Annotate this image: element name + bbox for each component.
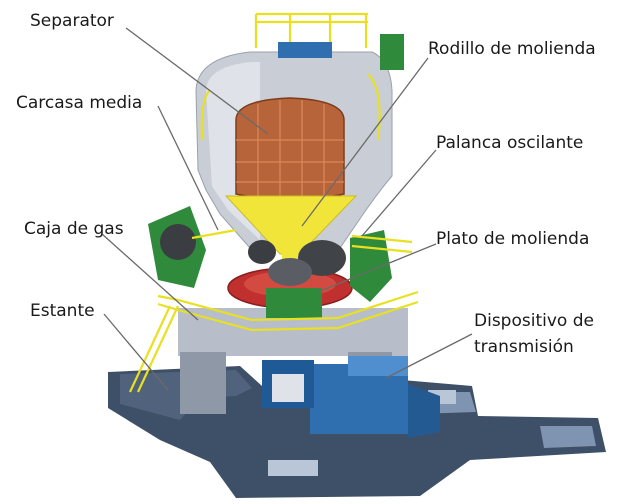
leader-dispositivo	[385, 333, 473, 379]
leader-palanca-oscilante	[361, 149, 437, 237]
label-dispositivo-line2: transmisión	[474, 337, 574, 357]
label-palanca-oscilante: Palanca oscilante	[436, 133, 584, 153]
label-caja-de-gas: Caja de gas	[24, 219, 124, 239]
label-plato-de-molienda: Plato de molienda	[436, 229, 590, 249]
label-dispositivo-line1: Dispositivo de	[474, 311, 594, 331]
leader-separator	[125, 27, 269, 135]
label-rodillo-de-molienda: Rodillo de molienda	[428, 39, 596, 59]
label-carcasa-media: Carcasa media	[16, 93, 143, 113]
leader-carcasa-media	[157, 105, 219, 231]
label-separator: Separator	[30, 11, 114, 31]
leader-caja-de-gas	[101, 233, 199, 321]
leader-lines	[101, 27, 473, 391]
separator-cage	[235, 97, 345, 202]
green-machinery	[148, 34, 404, 318]
leader-plato-de-molienda	[317, 243, 437, 293]
leader-rodillo-de-molienda	[301, 57, 429, 227]
leader-estante	[103, 313, 169, 391]
grinding-rollers	[248, 240, 346, 286]
safety-railings	[129, 12, 419, 393]
label-estante: Estante	[30, 301, 95, 321]
